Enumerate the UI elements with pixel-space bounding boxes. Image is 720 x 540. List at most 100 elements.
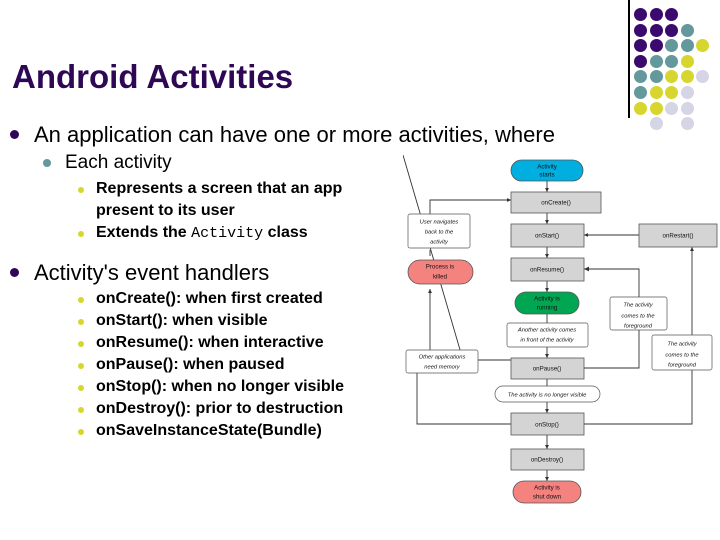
code-token-activity: Activity — [191, 225, 264, 242]
decorative-dot — [680, 39, 694, 53]
decorative-dot — [696, 70, 710, 84]
decorative-dot — [649, 101, 663, 115]
svg-text:Other applications: Other applications — [419, 355, 466, 361]
bullet-marker-level3 — [78, 385, 84, 391]
bullet-text: Represents a screen that an app present … — [96, 180, 343, 219]
bullet-marker-level3 — [78, 341, 84, 347]
decorative-dot — [680, 101, 694, 115]
bullet-text: onStop(): when no longer visible — [96, 378, 344, 395]
svg-text:Process is: Process is — [426, 264, 455, 271]
decorative-dot — [634, 70, 647, 84]
decorative-dot — [649, 54, 663, 68]
bullet-marker-level1 — [10, 130, 19, 139]
bullet-marker-level2 — [43, 159, 51, 167]
svg-text:onCreate(): onCreate() — [541, 200, 571, 207]
svg-text:in front of the activity: in front of the activity — [520, 338, 574, 344]
svg-text:onResume(): onResume() — [530, 267, 564, 274]
bullet-text: onSaveInstanceState(Bundle) — [96, 422, 322, 439]
decorative-dot — [649, 39, 663, 53]
svg-text:Activity is: Activity is — [534, 485, 560, 492]
svg-text:need memory: need memory — [424, 365, 461, 371]
svg-text:The activity: The activity — [623, 303, 653, 309]
vertical-rule — [628, 0, 630, 118]
svg-text:shut down: shut down — [533, 494, 562, 501]
svg-text:Activity: Activity — [537, 164, 558, 171]
decorative-dot — [665, 39, 679, 53]
decorative-dot — [649, 70, 663, 84]
activity-lifecycle-diagram: Activity starts onCreate() onStart() onR… — [403, 155, 720, 520]
bullet-text: onStart(): when visible — [96, 312, 268, 329]
svg-text:foreground: foreground — [668, 363, 697, 369]
svg-text:activity: activity — [430, 240, 449, 246]
bullet-text: onCreate(): when first created — [96, 290, 323, 307]
decorative-dot — [634, 39, 647, 53]
svg-text:onDestroy(): onDestroy() — [531, 457, 563, 464]
bullet-marker-level3 — [78, 407, 84, 413]
bullet-level3-handler: onDestroy(): prior to destruction — [0, 398, 720, 420]
svg-text:The activity is no longer visi: The activity is no longer visible — [508, 393, 587, 399]
decorative-dot — [665, 8, 679, 21]
svg-text:comes to the: comes to the — [665, 353, 699, 359]
text-pre: Extends the — [96, 224, 192, 241]
section-event-handlers: Activity's event handlers onCreate(): wh… — [0, 258, 720, 442]
bullet-level3-handler: onCreate(): when first created — [0, 288, 720, 310]
decorative-dot — [680, 86, 694, 99]
bullet-level1-item2: Activity's event handlers — [0, 258, 720, 287]
slide-body: An application can have one or more acti… — [0, 120, 720, 442]
bullet-marker-level3 — [78, 319, 84, 325]
decorative-dot — [649, 8, 663, 21]
decorative-dot — [634, 86, 647, 99]
svg-text:starts: starts — [539, 172, 554, 179]
svg-text:The activity: The activity — [667, 342, 697, 348]
bullet-text: onResume(): when interactive — [96, 334, 324, 351]
decorative-dot — [665, 23, 679, 37]
bullet-level3-represents: Represents a screen that an app present … — [0, 178, 408, 222]
bullet-level3-extends: Extends the Activity class — [0, 222, 720, 245]
svg-text:User navigates: User navigates — [420, 220, 459, 226]
svg-text:comes to the: comes to the — [621, 314, 655, 320]
svg-text:onStart(): onStart() — [535, 233, 559, 240]
bullet-text: onDestroy(): prior to destruction — [96, 400, 344, 417]
svg-text:Another activity comes: Another activity comes — [517, 328, 576, 334]
bullet-marker-level3 — [78, 187, 84, 193]
svg-text:killed: killed — [433, 274, 448, 281]
decorative-dot — [649, 117, 663, 131]
svg-text:back to the: back to the — [425, 230, 454, 236]
bullet-level3-handler: onSaveInstanceState(Bundle) — [0, 420, 720, 442]
decorative-dot — [649, 86, 663, 99]
decorative-dot — [634, 101, 647, 115]
decorative-dot — [665, 54, 679, 68]
bullet-text: onPause(): when paused — [96, 356, 285, 373]
decorative-dot — [634, 8, 647, 21]
bullet-marker-level3 — [78, 231, 84, 237]
decorative-dot — [680, 70, 694, 84]
bullet-level3-handler: onPause(): when paused — [0, 354, 720, 376]
decorative-dot — [665, 86, 679, 99]
decorative-dot-grid — [628, 0, 720, 131]
decorative-dot — [680, 23, 694, 37]
slide-title: Android Activities — [12, 58, 294, 95]
bullet-level3-handler: onResume(): when interactive — [0, 332, 720, 354]
text-post: class — [263, 224, 308, 241]
decorative-dot — [649, 23, 663, 37]
bullet-marker-level1 — [10, 268, 19, 277]
bullet-text: Extends the Activity class — [96, 222, 308, 245]
decorative-dot — [680, 117, 694, 131]
decorative-dot — [680, 54, 694, 68]
decorative-dot — [665, 101, 679, 115]
bullet-level2-each-activity: Each activity — [0, 150, 720, 176]
svg-text:onStop(): onStop() — [535, 422, 559, 429]
svg-text:foreground: foreground — [624, 324, 653, 330]
bullet-marker-level3 — [78, 363, 84, 369]
bullet-level1-item1: An application can have one or more acti… — [0, 120, 720, 149]
bullet-marker-level3 — [78, 297, 84, 303]
bullet-text: Activity's event handlers — [34, 260, 270, 285]
bullet-level3-handler: onStop(): when no longer visible — [0, 376, 720, 398]
event-handler-list: onCreate(): when first created onStart():… — [0, 288, 720, 442]
decorative-dot — [634, 23, 647, 37]
bullet-text: Each activity — [65, 152, 172, 173]
decorative-dot — [696, 39, 710, 53]
svg-text:running: running — [537, 305, 558, 312]
bullet-marker-level3 — [78, 429, 84, 435]
svg-text:onRestart(): onRestart() — [663, 233, 694, 240]
